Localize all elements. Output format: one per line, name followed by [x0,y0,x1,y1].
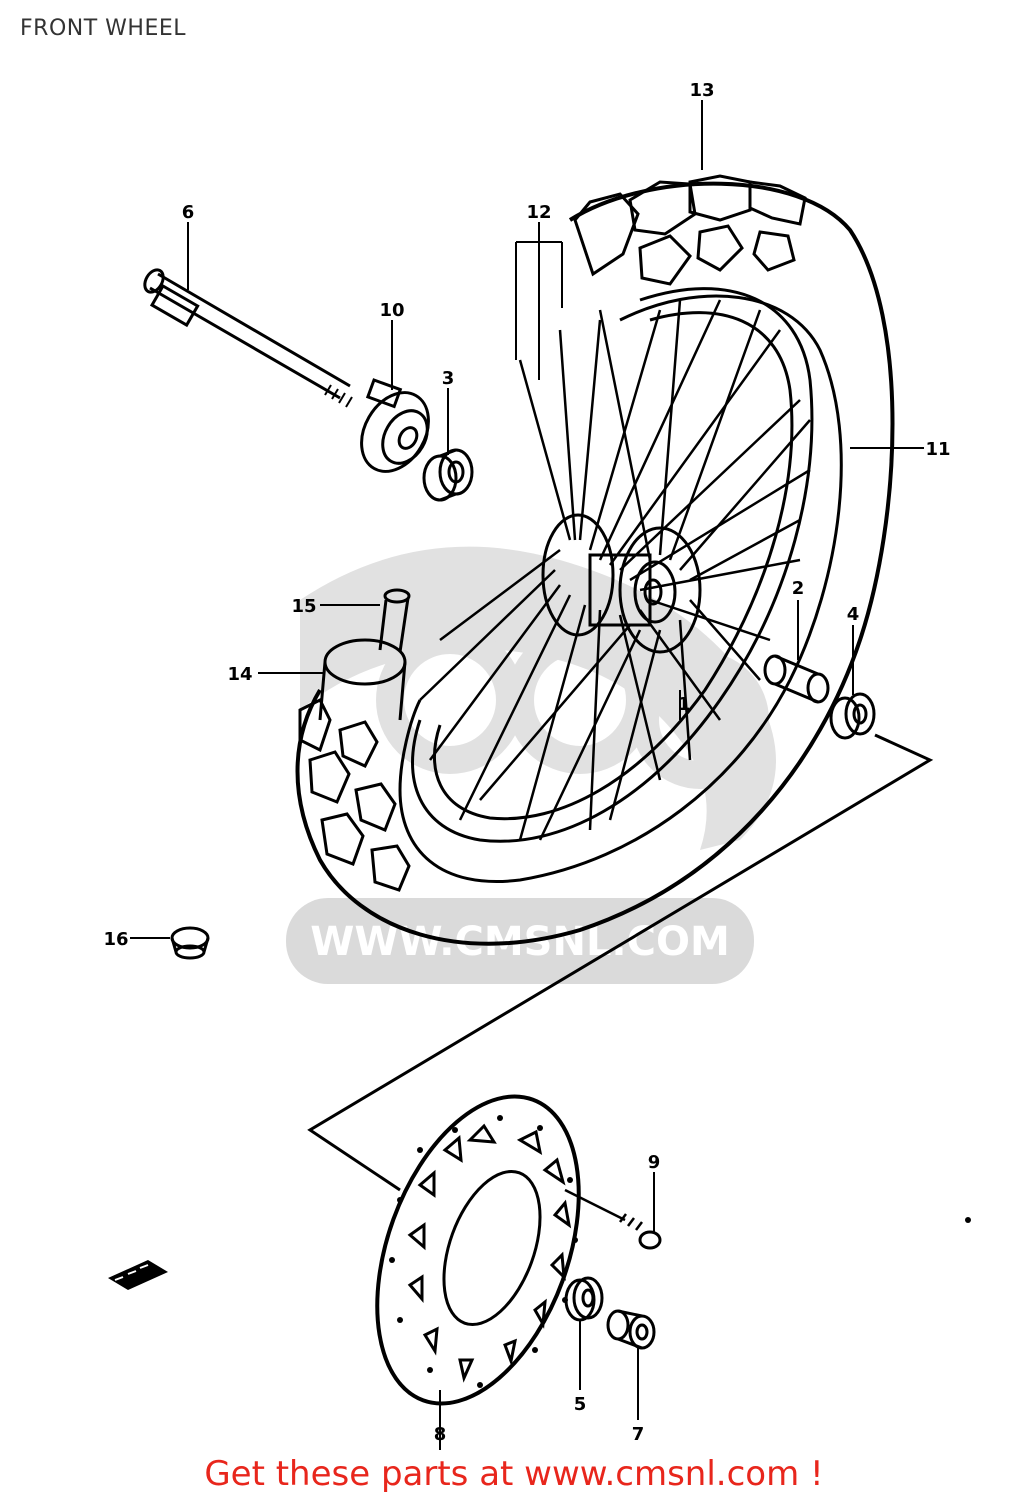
washer-part-5 [564,1276,604,1322]
callout-9: 9 [648,1152,661,1173]
spacer-part-2 [763,654,830,704]
explode-line [307,733,934,1192]
axle-part [143,268,353,408]
callout-14: 14 [227,664,252,685]
callout-7: 7 [632,1424,645,1445]
nut-part-7 [606,1309,656,1350]
watermark: WWW.CMSNL.COM [286,546,776,984]
callout-8: 8 [434,1424,447,1445]
callout-11: 11 [925,439,950,460]
callout-10: 10 [379,300,404,321]
wheel-assembly [295,174,895,946]
callout-3: 3 [442,368,455,389]
front-direction-mark [108,1260,168,1290]
bolt-part-9 [564,1188,662,1250]
callouts: 13 12 6 10 3 11 2 4 15 14 16 1 9 5 7 8 [103,80,950,1445]
bearing-part-4 [829,692,876,740]
callout-leaders [130,100,924,1450]
callout-13: 13 [689,80,714,101]
callout-12: 12 [526,202,551,223]
callout-1: 1 [678,694,691,715]
callout-16: 16 [103,929,128,950]
callout-15: 15 [291,596,316,617]
callout-6: 6 [182,202,195,223]
footer-link-text[interactable]: Get these parts at www.cmsnl.com ! [204,1454,824,1494]
spokes-and-hub [419,299,811,841]
page-title: FRONT WHEEL [20,16,186,41]
callout-4: 4 [847,604,860,625]
brake-disc-part-8 [375,1094,581,1406]
oil-seal-part-3 [422,448,474,502]
speedometer-gearbox-part [360,378,430,473]
callout-5: 5 [574,1394,587,1415]
cap-part-16 [170,926,210,960]
callout-2: 2 [792,578,805,599]
